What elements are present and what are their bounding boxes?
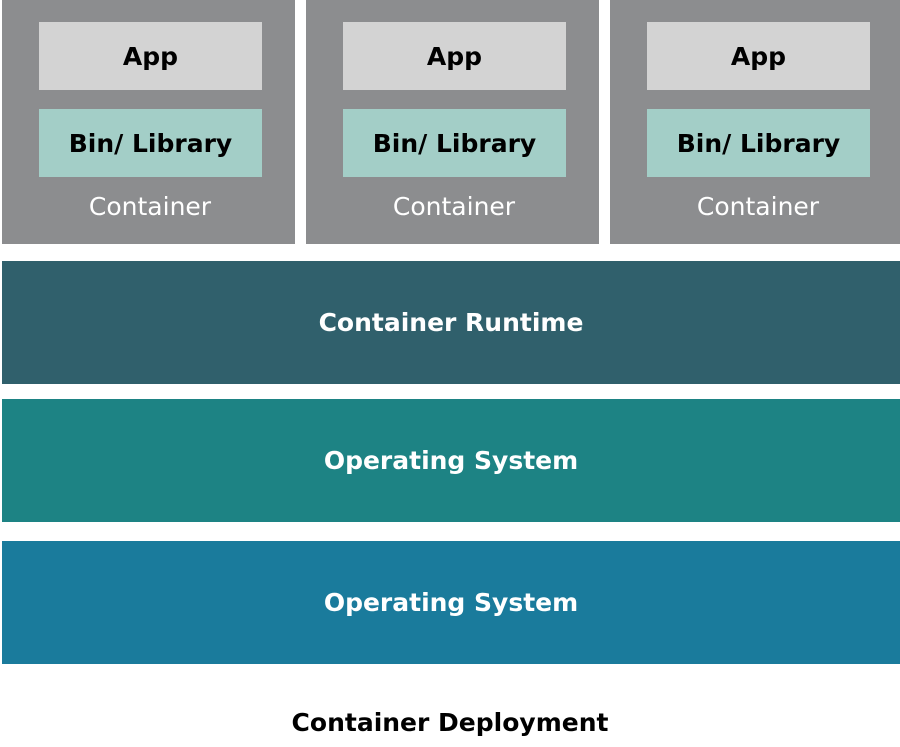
bin-library-box: Bin/ Library bbox=[39, 109, 262, 177]
bin-library-box: Bin/ Library bbox=[343, 109, 566, 177]
container-1: App Bin/ Library Container bbox=[2, 0, 295, 244]
container-runtime-layer: Container Runtime bbox=[2, 261, 900, 384]
container-label: Container bbox=[696, 192, 820, 221]
bin-library-box: Bin/ Library bbox=[647, 109, 870, 177]
container-label: Container bbox=[392, 192, 516, 221]
container-3: App Bin/ Library Container bbox=[610, 0, 900, 244]
operating-system-layer: Operating System bbox=[2, 399, 900, 522]
app-box: App bbox=[343, 22, 566, 90]
diagram-caption: Container Deployment bbox=[291, 708, 609, 737]
operating-system-layer-lower: Operating System bbox=[2, 541, 900, 664]
container-label: Container bbox=[88, 192, 212, 221]
app-box: App bbox=[647, 22, 870, 90]
app-box: App bbox=[39, 22, 262, 90]
container-2: App Bin/ Library Container bbox=[306, 0, 599, 244]
